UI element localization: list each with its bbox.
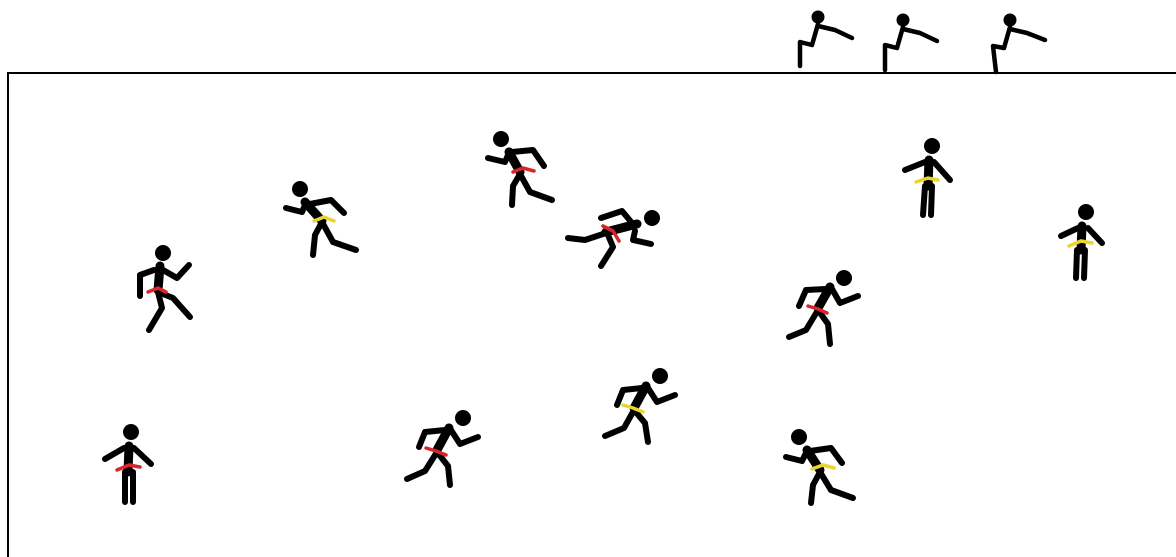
game-field-scene — [0, 0, 1176, 557]
